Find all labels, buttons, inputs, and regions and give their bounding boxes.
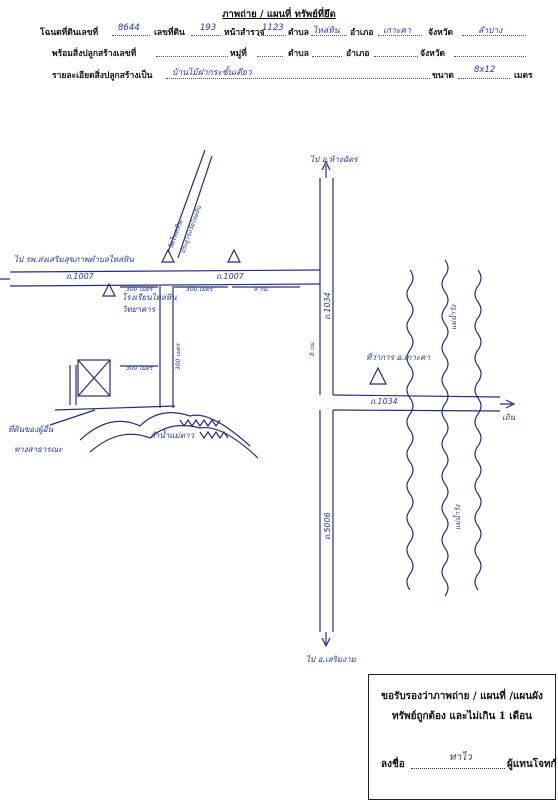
sign-dots	[411, 768, 505, 769]
province2-dots	[454, 56, 526, 57]
size-dots	[458, 78, 510, 79]
tambon-value: ไหล่หิน	[313, 26, 340, 36]
river-line-1	[406, 269, 414, 591]
province-dots	[462, 35, 526, 36]
tambon-label: ตำบล	[288, 28, 309, 38]
parcel-box	[77, 359, 111, 397]
canal-label: ลำน้ำแม่ตาว	[150, 429, 194, 440]
building-label: พร้อมสิ่งปลูกสร้างเลขที่	[52, 49, 137, 59]
lower-lane	[54, 405, 176, 411]
signature-value: ทาไว	[449, 752, 472, 763]
certification-line-2: ทรัพย์ถูกต้อง และไม่เกิน 1 เดือน	[392, 711, 532, 722]
river-top-label: แม่น้ำวัง	[448, 304, 458, 330]
certification-line-1: ขอรับรองว่าภาพถ่าย / แผนที่ /แผนผัง	[381, 691, 543, 702]
unit-label: เมตร	[514, 71, 533, 81]
office-marker-icon	[369, 366, 387, 385]
survey-dots	[258, 35, 286, 36]
detail-dots	[166, 78, 430, 79]
dist-8km: 8 กม.	[309, 341, 316, 356]
school-label-2: วิทยาคาร	[122, 305, 157, 314]
dist-9km: 9 กม.	[254, 286, 269, 293]
land-no-value: 193	[200, 23, 217, 33]
road-1034-east-top	[332, 394, 501, 398]
province-label: จังหวัด	[428, 28, 454, 38]
amphoe-value: เกาะคา	[383, 26, 411, 36]
road-1034-east-bottom	[332, 409, 501, 412]
landmark-marker-icon	[227, 248, 241, 263]
amphoe2-label: อำเภอ	[346, 49, 370, 59]
to-west-label: ไป รพ.ส่งเสริมสุขภาพตำบลไหล่หิน	[14, 254, 134, 265]
tambon2-dots	[312, 56, 342, 57]
moo-label: หมู่ที่	[230, 49, 247, 59]
amphoe2-dots	[374, 56, 418, 57]
left-note-leader	[49, 409, 96, 426]
office-label: ที่ว่าการ อ.เกาะคา	[366, 351, 431, 362]
canal-bottom	[89, 425, 259, 459]
amphoe-label: อำเภอ	[350, 28, 374, 38]
river-line-2	[441, 259, 449, 597]
page-title: ภาพถ่าย / แผนที่ ทรัพย์ที่ยึด	[222, 9, 336, 20]
river-bottom-label: แม่น้ำวัง	[452, 504, 462, 530]
survey-value: 1123	[262, 23, 284, 33]
left-note-2: ทางสาธารณะ	[14, 445, 63, 454]
to-south-label: ไป อ.เสริมงาม	[306, 654, 357, 664]
road-5006-label: ถ.5006	[323, 512, 332, 540]
road-1007-mid-label: ถ.1007	[216, 272, 245, 281]
arrow-south	[321, 632, 331, 648]
detail-label: รายละเอียดสิ่งปลูกสร้างเป็น	[52, 71, 153, 81]
road-1007-bottom-edge	[9, 283, 321, 287]
school-marker-icon	[102, 282, 116, 297]
size-value: 8x12	[474, 65, 496, 75]
sign-label: ลงชื่อ	[381, 759, 405, 770]
deed-label: โฉนดที่ดินเลขที่	[40, 28, 99, 38]
dist-vert: 300 เมตร	[175, 343, 182, 370]
province2-label: จังหวัด	[420, 49, 446, 59]
road-1007-top-edge	[9, 269, 321, 273]
left-note-1: ที่ดินของผู้อื่น	[8, 423, 54, 435]
temple-marker-icon	[161, 248, 175, 263]
signer-role: ผู้แทนโจทก์	[507, 759, 557, 770]
canal-top	[79, 412, 251, 447]
certification-box: ขอรับรองว่าภาพถ่าย / แผนที่ /แผนผัง ทรัพ…	[368, 674, 557, 800]
arrow-east	[500, 399, 516, 409]
deed-value: 8644	[118, 23, 140, 33]
dist-300-lower: 300 เมตร	[126, 365, 153, 372]
to-north-label: ไป อ.ห้างฉัตร	[310, 154, 359, 164]
to-east-label: เถิน	[502, 413, 516, 422]
building-dots	[156, 56, 228, 57]
tambon-dots	[311, 35, 347, 36]
river-line-3	[474, 269, 482, 591]
road-1034-vertical-label: ถ.1034	[323, 292, 332, 320]
land-no-dots	[191, 35, 221, 36]
dist-300-left: 300 เมตร	[126, 286, 153, 293]
tambon2-label: ตำบล	[288, 49, 309, 59]
province-value: ลำปาง	[478, 26, 503, 36]
size-label: ขนาด	[432, 71, 454, 81]
temple-leader-line	[167, 149, 206, 253]
arrow-north	[321, 160, 331, 178]
deed-dots	[112, 35, 150, 36]
survey-label: หน้าสำรวจ	[224, 28, 265, 38]
road-1034-horizontal-label: ถ.1034	[370, 397, 398, 406]
detail-value: บ้านไม้ฝากระชั้นเดียว	[172, 68, 252, 78]
school-label: โรงเรียนไหล่หิน	[122, 292, 177, 302]
dist-300-mid: 300 เมตร	[186, 286, 213, 293]
amphoe-dots	[378, 35, 422, 36]
road-1007-left-label: ถ.1007	[66, 272, 95, 281]
moo-dots	[257, 56, 283, 57]
land-no-label: เลขที่ดิน	[154, 28, 185, 38]
